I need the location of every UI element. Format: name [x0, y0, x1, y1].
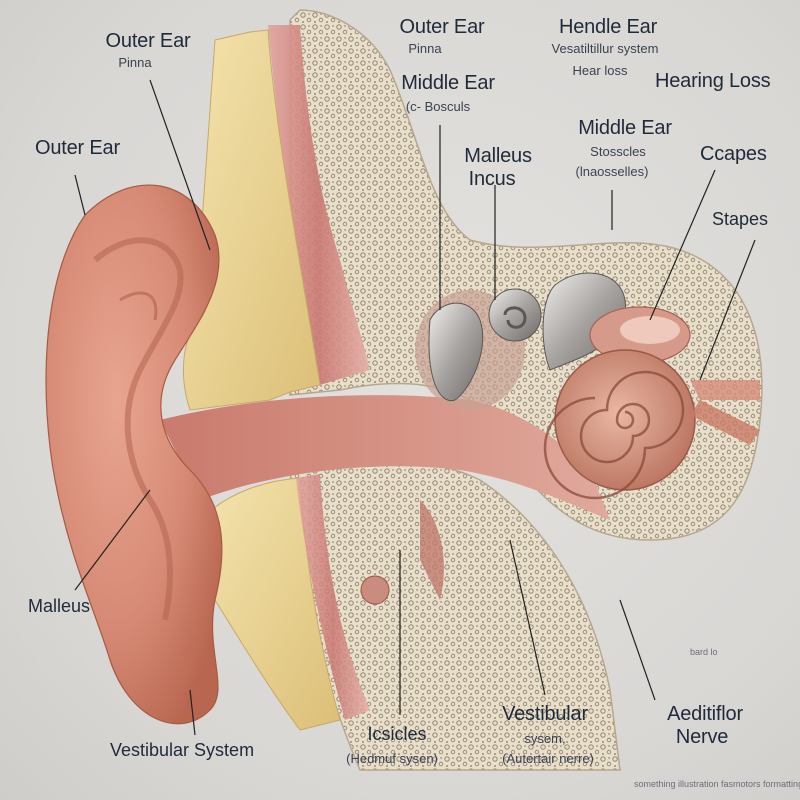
label-middle-ear-2-sub2: (lnaosselles): [575, 164, 649, 179]
label-icsicles-sub: (Hedmuf sysen): [346, 751, 438, 766]
label-hendle-sub2: Hear loss: [572, 63, 628, 78]
label-middle-ear-1: Middle Ear: [401, 72, 495, 94]
label-pinna-center: Pinna: [408, 41, 442, 56]
label-stapes: Stapes: [712, 209, 769, 229]
label-hendle-ear: Hendle Ear: [558, 16, 658, 38]
label-middle-ear-2-sub1: Stosscles: [590, 144, 646, 159]
label-vestibular-sub1: sysem,: [524, 731, 566, 746]
label-outer-ear-center: Outer Ear: [399, 16, 485, 38]
label-vestibular-system-bottom: Vestibular System: [110, 740, 255, 760]
label-vestibular: Vestibular: [502, 703, 588, 725]
cochlea: [554, 349, 696, 491]
leader-lines: [74, 79, 756, 736]
tissue-lower: [296, 474, 370, 720]
label-capes: Ccapes: [700, 143, 767, 165]
label-auditory-2: Nerve: [675, 726, 729, 748]
label-hearing-loss: Hearing Loss: [655, 70, 771, 92]
auditory-nerve: [690, 400, 760, 445]
ear-canal: [160, 395, 610, 520]
tissue-upper: [268, 25, 370, 385]
label-malleus: Malleus: [464, 145, 532, 167]
label-outer-ear-top: Outer Ear: [105, 30, 191, 52]
label-outer-ear-left: Outer Ear: [35, 137, 120, 159]
label-auditory-1: Aeditiflor: [667, 703, 743, 725]
incus-bone: [488, 288, 542, 342]
label-hendle-sub1: Vesatiltillur system: [551, 41, 659, 56]
label-incus: Incus: [468, 168, 516, 190]
label-icsicles: Icsicles: [367, 724, 427, 744]
label-middle-ear-2: Middle Ear: [578, 117, 672, 139]
malleus-bone: [428, 302, 484, 402]
label-middle-ear-1-sub: (c- Bosculs: [405, 99, 471, 114]
footer-caption: something illustration fasmotors formatt…: [634, 779, 800, 789]
label-pinna-top-left: Pinna: [118, 55, 152, 70]
label-vestibular-sub2: (Autertair nerre): [502, 751, 594, 766]
label-faint-right: bard lo: [690, 647, 718, 657]
label-malleus-left: Malleus: [28, 596, 91, 616]
